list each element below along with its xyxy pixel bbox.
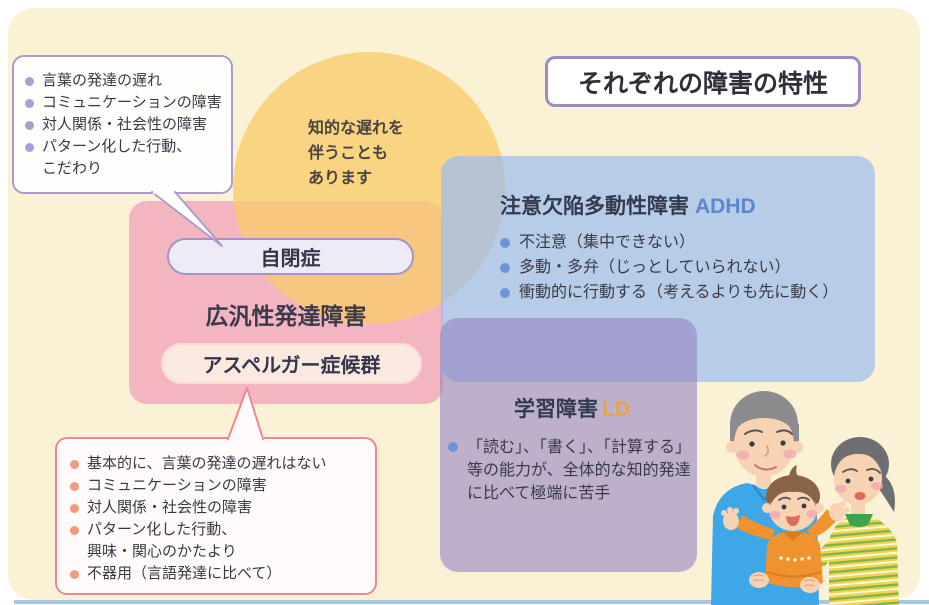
callout-item: コミュニケーションの障害 bbox=[25, 92, 223, 114]
callout-item: 基本的に、言葉の発達の遅れはない bbox=[70, 453, 367, 475]
child-figure bbox=[721, 465, 850, 588]
asperger-pill: アスペルガー症候群 bbox=[161, 343, 422, 384]
bullet-dot-icon bbox=[500, 288, 510, 298]
pdd-label: 広汎性発達障害 bbox=[205, 303, 367, 329]
ld-abbr: LD bbox=[602, 398, 630, 421]
bullet-dot-icon bbox=[70, 525, 79, 535]
adhd-bullet-item: 不注意（集中できない） bbox=[500, 232, 838, 254]
bullet-dot-icon bbox=[448, 442, 458, 452]
ld-bullet-item: 「読む」、「書く」、「計算する」 等の能力が、全体的な知的発達 に比べて極端に苦… bbox=[448, 436, 696, 505]
callout-item: 不器用（言語発達に比べて） bbox=[70, 563, 367, 585]
bullet-dot-icon bbox=[25, 76, 34, 86]
callout-item: 言葉の発達の遅れ bbox=[25, 70, 223, 92]
callout-item: コミュニケーションの障害 bbox=[70, 475, 367, 497]
callout-item-continuation: こだわり bbox=[42, 160, 103, 177]
page-title-box: それぞれの障害の特性 bbox=[545, 56, 861, 107]
bullet-dot-icon bbox=[70, 481, 79, 491]
bullet-dot-icon bbox=[500, 238, 510, 248]
venn-ld-region bbox=[440, 318, 697, 572]
asperger-callout-tail bbox=[227, 387, 264, 441]
page-title: それぞれの障害の特性 bbox=[577, 69, 828, 98]
callout-item-continuation: 興味・関心のかたより bbox=[87, 543, 237, 560]
bullet-dot-icon bbox=[70, 569, 79, 579]
callout-item: 対人関係・社会性の障害 bbox=[70, 497, 367, 519]
autism-pill: 自閉症 bbox=[167, 238, 414, 275]
autism-pill-label: 自閉症 bbox=[260, 248, 321, 270]
bullet-dot-icon bbox=[25, 120, 34, 130]
bullet-dot-icon bbox=[70, 503, 79, 513]
adhd-bullet-item: 多動・多弁（じっとしていられない） bbox=[500, 257, 838, 279]
adhd-abbr: ADHD bbox=[695, 195, 756, 218]
bullet-dot-icon bbox=[25, 142, 34, 152]
callout-item: パターン化した行動、 bbox=[70, 519, 367, 541]
family-illustration bbox=[711, 391, 899, 605]
autism-callout: 言葉の発達の遅れ コミュニケーションの障害 対人関係・社会性の障害 パターン化し… bbox=[12, 55, 233, 194]
ld-bullet-text: 「読む」、「書く」、「計算する」 等の能力が、全体的な知的発達 に比べて極端に苦… bbox=[467, 439, 692, 502]
adhd-bullet-item: 衝動的に行動する（考えるよりも先に動く） bbox=[500, 282, 838, 304]
callout-item: パターン化した行動、 bbox=[25, 136, 223, 158]
bottom-rule bbox=[14, 600, 929, 604]
asperger-callout: 基本的に、言葉の発達の遅れはない コミュニケーションの障害 対人関係・社会性の障… bbox=[55, 437, 377, 595]
asperger-pill-label: アスペルガー症候群 bbox=[202, 355, 381, 377]
mother-figure bbox=[805, 437, 899, 605]
bullet-dot-icon bbox=[500, 263, 510, 273]
intellectual-delay-note: 知的な遅れを 伴うことも あります bbox=[308, 120, 405, 187]
bullet-dot-icon bbox=[25, 98, 34, 108]
callout-item: 対人関係・社会性の障害 bbox=[25, 114, 223, 136]
autism-callout-tail bbox=[151, 191, 223, 247]
parent-hands bbox=[749, 572, 820, 593]
bullet-dot-icon bbox=[70, 459, 79, 469]
